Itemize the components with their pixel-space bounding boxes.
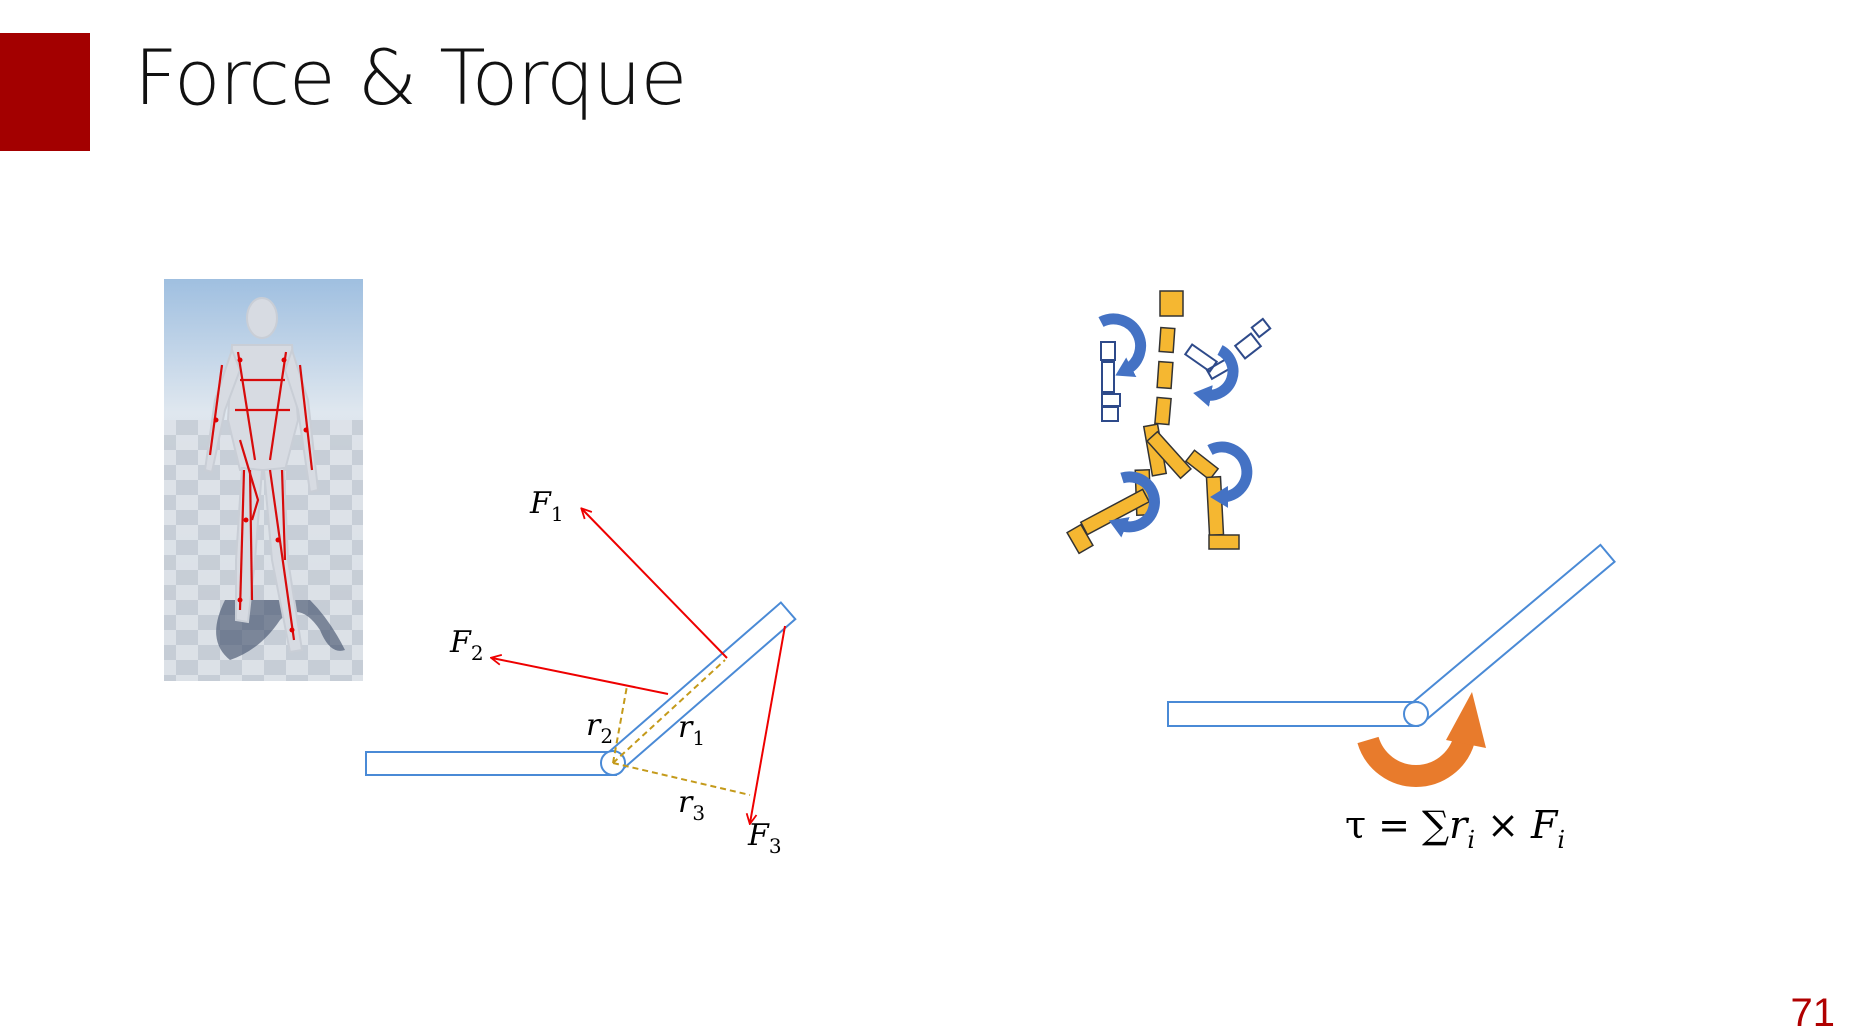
- radius-r3-label: r3: [678, 785, 705, 825]
- ragdoll-image: [1066, 290, 1272, 555]
- horizontal-link-right: [1167, 701, 1419, 727]
- force-f1-arrow: [582, 509, 728, 659]
- torque-arrowhead: [1446, 692, 1486, 748]
- title-accent-bar: [0, 33, 90, 151]
- torque-arrow: [1357, 736, 1475, 787]
- radius-r3: [612, 762, 751, 796]
- angled-link-right: [1407, 543, 1616, 724]
- force-f3-arrow: [750, 625, 786, 823]
- force-f1-label: F1: [529, 486, 564, 526]
- force-diagram: F1 F2 F3 r1 r2 r3: [365, 486, 797, 858]
- torque-arrow-shoulder-right: [1193, 345, 1239, 407]
- force-f3-label: F3: [747, 818, 782, 858]
- radius-r2-label: r2: [586, 708, 613, 748]
- radius-r2: [612, 685, 628, 764]
- page-number: 71: [1790, 991, 1836, 1035]
- torque-arrow-knee-right: [1207, 441, 1253, 508]
- joint-circle-right: [1403, 701, 1429, 727]
- torque-diagram: τ = ∑ri × Fi: [1167, 543, 1616, 854]
- torque-arrow-shoulder-left: [1098, 313, 1147, 377]
- radius-r1-label: r1: [678, 710, 705, 750]
- force-f2-arrow: [492, 658, 669, 695]
- humanoid-muscle-model-image: [164, 279, 363, 681]
- horizontal-link: [365, 751, 617, 776]
- force-f2-label: F2: [449, 625, 484, 665]
- slide-title: Force & Torque: [134, 33, 687, 122]
- radius-r1: [612, 659, 726, 764]
- torque-arrow-knee-left: [1108, 471, 1160, 538]
- torque-formula: τ = ∑ri × Fi: [1345, 803, 1565, 854]
